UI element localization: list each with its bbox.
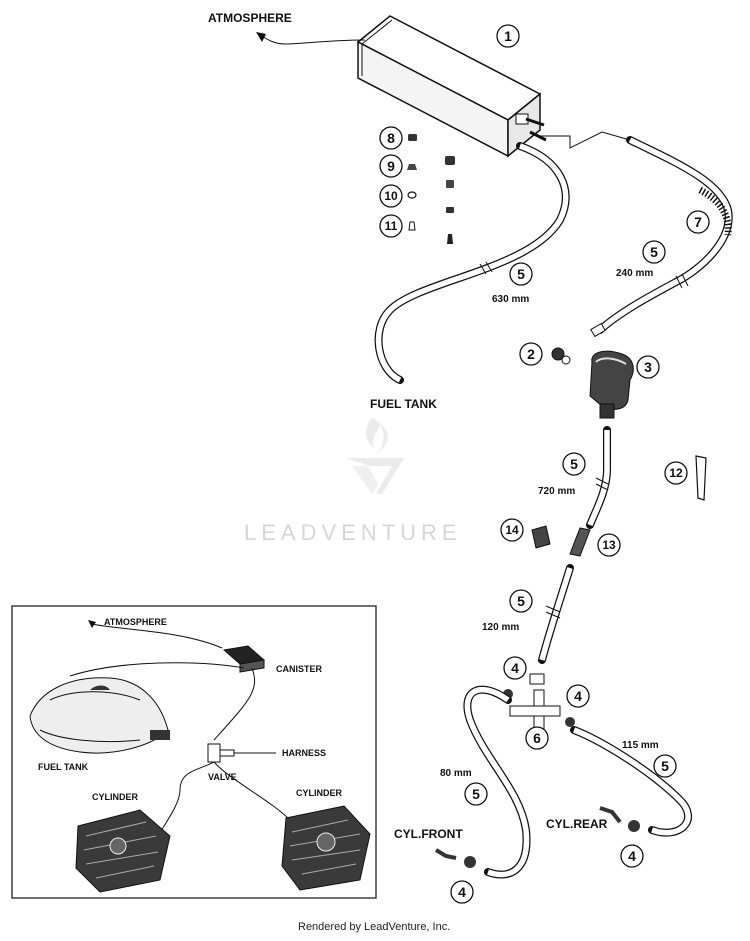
- callout-1: [496, 24, 520, 48]
- fuel-tank-label: FUEL TANK: [370, 397, 437, 411]
- svg-text:4: 4: [511, 660, 519, 676]
- svg-text:5: 5: [570, 456, 578, 472]
- inset-atmosphere-label: ATMOSPHERE: [104, 617, 167, 627]
- hose-120-label: 120 mm: [482, 622, 519, 633]
- svg-text:14: 14: [505, 523, 519, 537]
- watermark-text: LEADVENTURE: [244, 520, 462, 545]
- footer-credit: Rendered by LeadVenture, Inc.: [298, 921, 450, 933]
- small-parts: 8 9 10 11: [379, 126, 455, 244]
- svg-text:11: 11: [385, 219, 398, 233]
- svg-text:5: 5: [517, 266, 525, 282]
- svg-text:4: 4: [628, 848, 636, 864]
- hose-80-label: 80 mm: [440, 768, 472, 779]
- inset-cylinder-right: [281, 805, 371, 891]
- inset-schematic: ATMOSPHERE CANISTER FUEL TANK HARNESS VA…: [11, 605, 377, 899]
- svg-text:5: 5: [472, 786, 480, 802]
- inset-harness-label: HARNESS: [282, 748, 326, 758]
- canister: [356, 15, 547, 158]
- clamp-2: 2: [519, 342, 571, 366]
- bracket-14: 14: [500, 518, 551, 549]
- inset-fuel-tank-label: FUEL TANK: [38, 762, 89, 772]
- svg-text:4: 4: [574, 688, 582, 704]
- cyl-front-label: CYL.FRONT: [394, 827, 463, 841]
- tee-fitting-6: 6: [509, 673, 561, 750]
- callout-4d: [450, 880, 474, 904]
- svg-text:8: 8: [387, 130, 395, 146]
- cyl-rear-label: CYL.REAR: [546, 817, 608, 831]
- svg-text:4: 4: [458, 884, 466, 900]
- svg-text:9: 9: [387, 158, 395, 174]
- svg-text:13: 13: [602, 538, 616, 552]
- svg-text:3: 3: [644, 359, 652, 375]
- inset-cylinder-left: [75, 809, 171, 893]
- inset-cylinder-right-label: CYLINDER: [296, 788, 343, 798]
- atmosphere-arrow: [261, 35, 366, 45]
- callout-5a: [509, 262, 533, 286]
- callout-1-num: 1: [504, 28, 512, 44]
- callout-4a: [503, 656, 527, 680]
- callout-5c: [562, 452, 586, 476]
- callout-5b: [642, 240, 666, 264]
- hose-240-label: 240 mm: [616, 268, 653, 279]
- svg-text:2: 2: [527, 346, 535, 362]
- bracket-12: 12: [664, 455, 707, 501]
- svg-text:5: 5: [650, 244, 658, 260]
- hose-630-label: 630 mm: [492, 294, 529, 305]
- svg-text:7: 7: [694, 214, 702, 230]
- callout-5e: [464, 782, 488, 806]
- inset-canister-label: CANISTER: [276, 664, 323, 674]
- inset-cylinder-left-label: CYLINDER: [92, 792, 139, 802]
- callout-4c: [620, 844, 644, 868]
- svg-text:5: 5: [661, 758, 669, 774]
- callout-4b: [566, 684, 590, 708]
- atmosphere-label: ATMOSPHERE: [208, 11, 292, 25]
- svg-text:6: 6: [533, 730, 541, 746]
- callout-7: [686, 210, 710, 234]
- svg-text:10: 10: [384, 189, 398, 203]
- callout-5f: [653, 754, 677, 778]
- hose-720-label: 720 mm: [538, 486, 575, 497]
- callout-5d: [509, 589, 533, 613]
- purge-valve-3: 3: [589, 350, 660, 419]
- hose-115-label: 115 mm: [622, 740, 659, 751]
- svg-text:5: 5: [517, 593, 525, 609]
- watermark-logo: [346, 418, 404, 494]
- inset-valve-label: VALVE: [208, 772, 237, 782]
- svg-text:12: 12: [669, 466, 683, 480]
- connector-13: 13: [569, 527, 621, 557]
